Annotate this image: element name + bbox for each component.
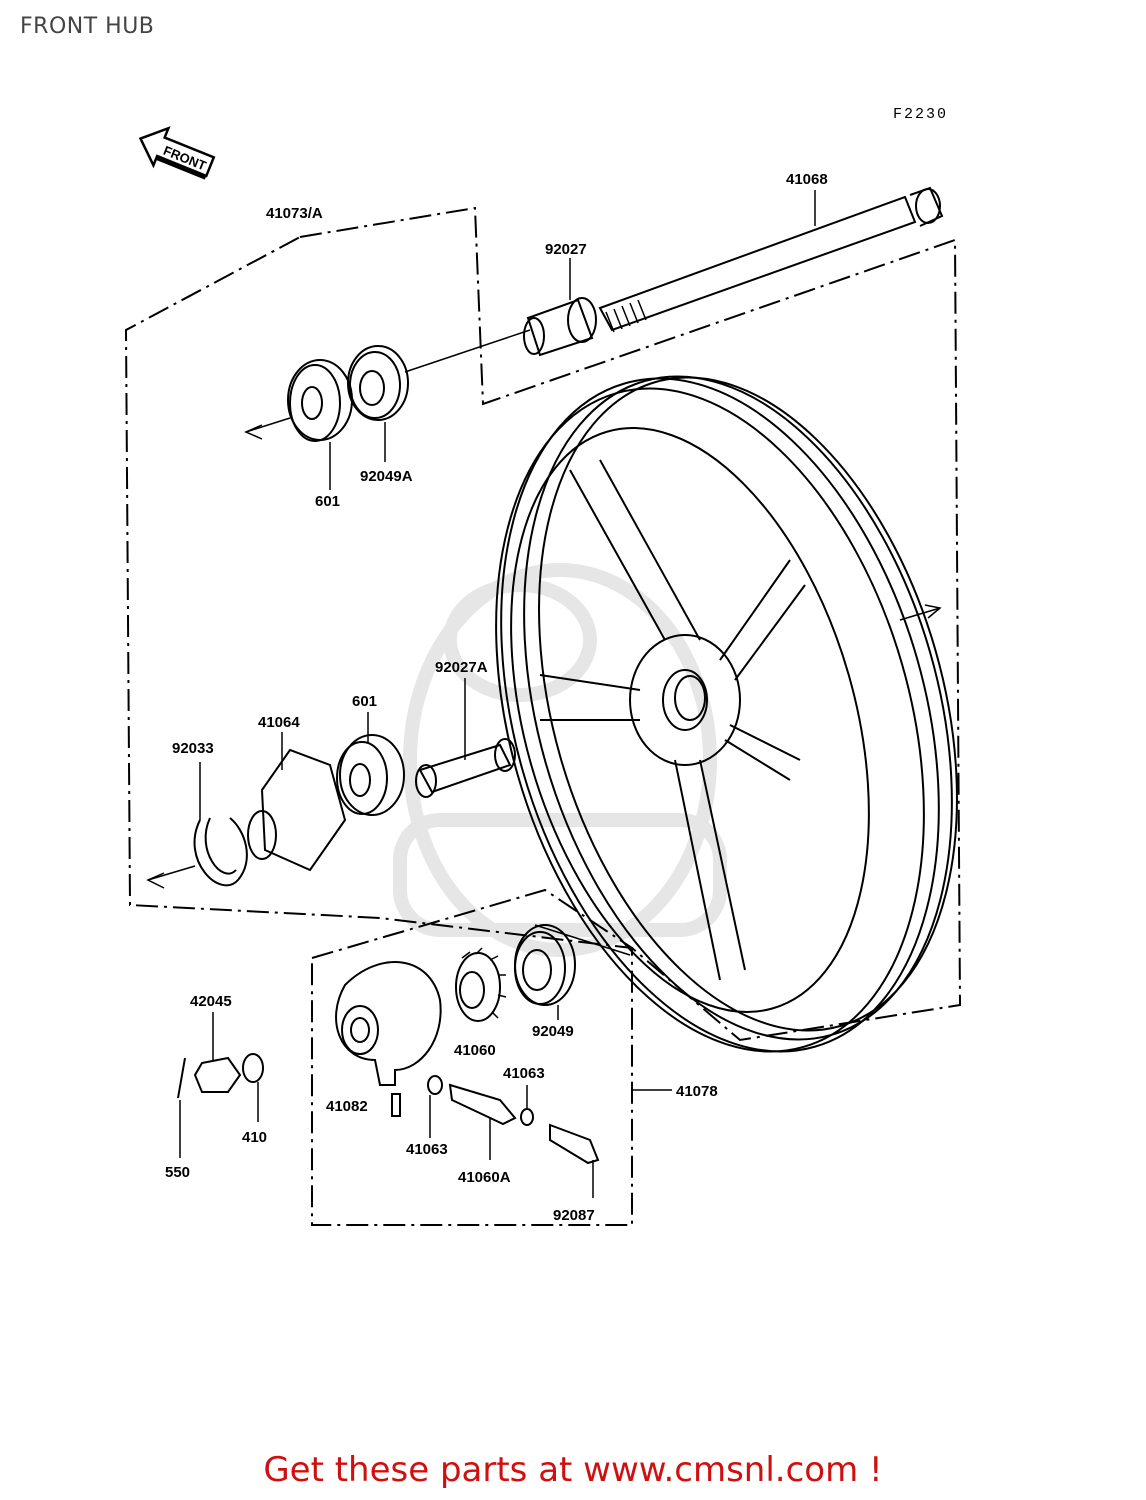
seal-92049A bbox=[347, 345, 409, 462]
axle-nut-group bbox=[177, 1012, 264, 1158]
label-41063-b: 41063 bbox=[406, 1141, 448, 1158]
boundary-lower bbox=[311, 888, 633, 1226]
axle bbox=[598, 186, 944, 333]
seal-92049 bbox=[514, 924, 576, 1020]
bearing-601-top bbox=[287, 359, 353, 490]
label-41068: 41068 bbox=[786, 171, 828, 188]
label-92049: 92049 bbox=[532, 1023, 574, 1040]
label-41082: 41082 bbox=[326, 1098, 368, 1115]
promo-link[interactable]: Get these parts at www.cmsnl.com ! bbox=[263, 1450, 883, 1490]
parts-diagram: FRONT F2230 bbox=[124, 106, 962, 1226]
label-41078: 41078 bbox=[676, 1083, 718, 1100]
boundary-upper bbox=[124, 206, 962, 1042]
label-92049A: 92049A bbox=[360, 468, 413, 485]
figure-code: F2230 bbox=[893, 106, 948, 123]
label-410: 410 bbox=[242, 1129, 267, 1146]
label-601-top: 601 bbox=[315, 493, 340, 510]
page-title: FRONT HUB bbox=[20, 14, 155, 39]
label-601-mid: 601 bbox=[352, 693, 377, 710]
small-parts bbox=[391, 1075, 672, 1198]
collar-92027A bbox=[415, 678, 516, 798]
label-92027A: 92027A bbox=[435, 659, 488, 676]
label-42045: 42045 bbox=[190, 993, 232, 1010]
watermark-logo bbox=[393, 563, 727, 957]
plate-41064 bbox=[247, 732, 347, 872]
collar-92027 bbox=[523, 258, 597, 357]
label-41064: 41064 bbox=[258, 714, 300, 731]
label-92027: 92027 bbox=[545, 241, 587, 258]
gear-41060 bbox=[455, 947, 507, 1022]
front-arrow-icon: FRONT bbox=[138, 126, 216, 180]
label-41060A: 41060A bbox=[458, 1169, 511, 1186]
wheel bbox=[495, 375, 958, 1053]
label-550: 550 bbox=[165, 1164, 190, 1181]
label-41063-a: 41063 bbox=[503, 1065, 545, 1082]
label-41073A: 41073/A bbox=[266, 205, 323, 222]
speedo-housing bbox=[335, 961, 442, 1086]
label-92087: 92087 bbox=[553, 1207, 595, 1224]
label-41060: 41060 bbox=[454, 1042, 496, 1059]
circlip-92033 bbox=[193, 762, 248, 887]
bearing-601-mid bbox=[336, 712, 405, 816]
label-92033: 92033 bbox=[172, 740, 214, 757]
